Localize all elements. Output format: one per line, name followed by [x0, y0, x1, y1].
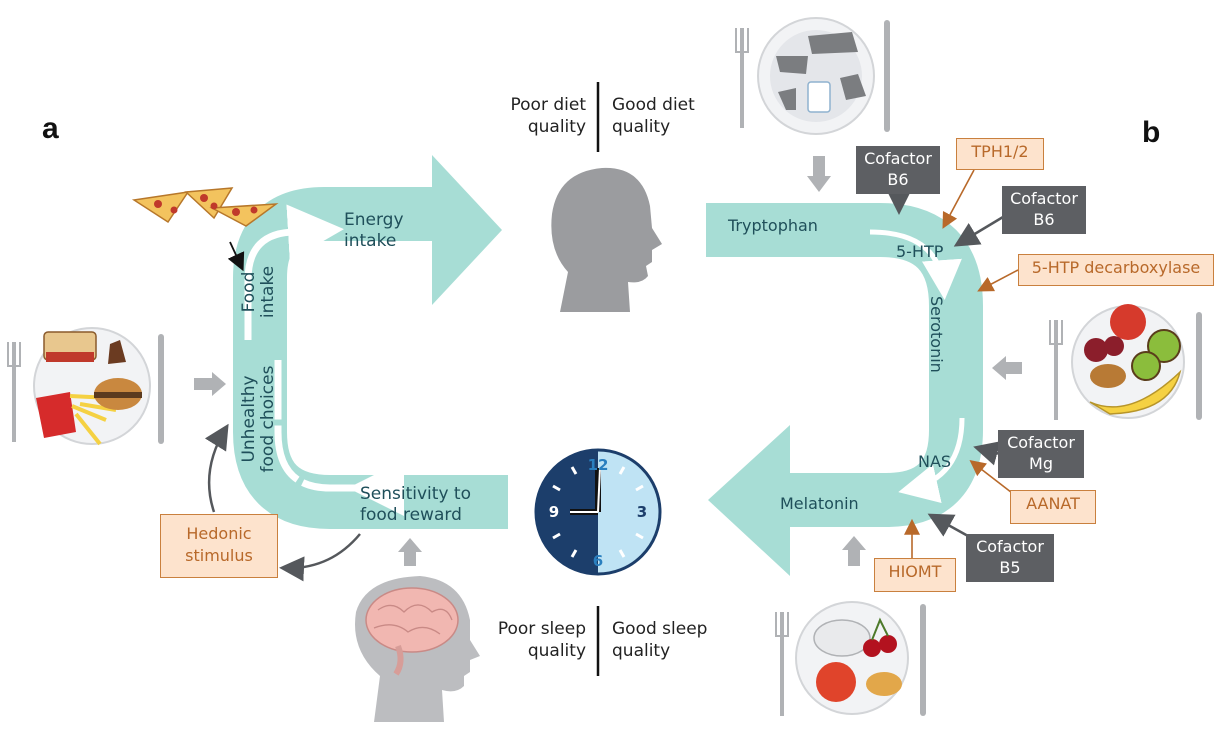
good-diet-line-2: quality: [612, 117, 671, 137]
tryptophan-label: Tryptophan: [728, 216, 818, 235]
panel-b-loop: [706, 203, 983, 576]
unhealthy-line-1: Unhealthy: [239, 375, 259, 463]
good-diet-line-1: Good diet: [612, 95, 695, 115]
hiomt-enzyme-box: HIOMT: [874, 558, 956, 592]
good-sleep-quality-label: Good sleep quality: [612, 618, 707, 662]
hedonic-line-1: Hedonic: [186, 524, 252, 543]
cofactor-b6-second-box: Cofactor B6: [1002, 186, 1086, 234]
panel-a-loop: [233, 155, 508, 529]
sensitivity-line-2: food reward: [360, 505, 462, 525]
energy-intake-line-1: Energy: [344, 210, 404, 230]
sensitivity-line-1: Sensitivity to: [360, 484, 471, 504]
energy-intake-line-2: intake: [344, 231, 397, 251]
pizza-icon: [131, 187, 279, 227]
energy-intake-label: Energy intake: [344, 210, 404, 252]
cofactor-b6-top-box: Cofactor B6: [856, 146, 940, 194]
unhealthy-food-choices-label: Unhealthy food choices: [239, 354, 278, 484]
unhealthy-line-2: food choices: [258, 365, 278, 473]
serotonin-label: Serotonin: [927, 296, 946, 373]
cofactor-b5-box: Cofactor B5: [966, 534, 1054, 582]
poor-sleep-quality-label: Poor sleep quality: [476, 618, 586, 662]
melatonin-label: Melatonin: [780, 494, 859, 513]
good-sleep-line-1: Good sleep: [612, 619, 708, 639]
animal-protein-plate-icon: [735, 17, 890, 135]
poor-diet-line-1: Poor diet: [510, 95, 586, 115]
clock-6: 6: [593, 552, 603, 570]
panel-label-a: a: [42, 112, 59, 145]
head-silhouette-icon: [551, 167, 662, 312]
good-sleep-line-2: quality: [612, 641, 671, 661]
good-diet-quality-label: Good diet quality: [612, 94, 695, 138]
clock-9: 9: [549, 503, 559, 521]
cofactor-b6-second-line-2: B6: [1033, 210, 1055, 229]
food-intake-line-2: intake: [258, 265, 278, 319]
hedonic-line-2: stimulus: [185, 546, 253, 565]
nas-label: NAS: [918, 452, 952, 471]
poor-diet-quality-label: Poor diet quality: [490, 94, 586, 138]
rice-cherry-plate-icon: [775, 601, 926, 716]
cofactor-b5-line-1: Cofactor: [976, 537, 1044, 556]
panel-label-b: b: [1142, 116, 1161, 149]
cofactor-b6-second-line-1: Cofactor: [1010, 189, 1078, 208]
5-htp-decarboxylase-box: 5-HTP decarboxylase: [1018, 254, 1214, 286]
brain-head-icon: [355, 576, 480, 722]
poor-diet-line-2: quality: [527, 117, 586, 137]
fruit-plate-icon: [1049, 304, 1202, 420]
5-htp-label: 5-HTP: [896, 242, 944, 261]
cofactor-b5-line-2: B5: [999, 558, 1021, 577]
food-intake-line-1: Food: [239, 271, 259, 313]
cofactor-mg-line-1: Cofactor: [1007, 433, 1075, 452]
junk-food-plate-icon: [7, 327, 164, 446]
tph-enzyme-box: TPH1/2: [956, 138, 1044, 170]
clock-12: 12: [588, 456, 609, 474]
sensitivity-label: Sensitivity to food reward: [360, 484, 471, 526]
hedonic-stimulus-box: Hedonic stimulus: [160, 514, 278, 578]
cofactor-b6-top-line-2: B6: [887, 170, 909, 189]
clock-icon: 12 3 6 9: [534, 448, 662, 576]
aanat-enzyme-box: AANAT: [1010, 490, 1096, 524]
food-intake-label: Food intake: [239, 242, 278, 342]
poor-sleep-line-2: quality: [527, 641, 586, 661]
poor-sleep-line-1: Poor sleep: [497, 619, 586, 639]
cofactor-mg-box: Cofactor Mg: [998, 430, 1084, 478]
clock-3: 3: [637, 503, 647, 521]
cofactor-mg-line-2: Mg: [1029, 454, 1053, 473]
cofactor-b6-top-line-1: Cofactor: [864, 149, 932, 168]
gray-input-arrows: [194, 156, 1022, 566]
